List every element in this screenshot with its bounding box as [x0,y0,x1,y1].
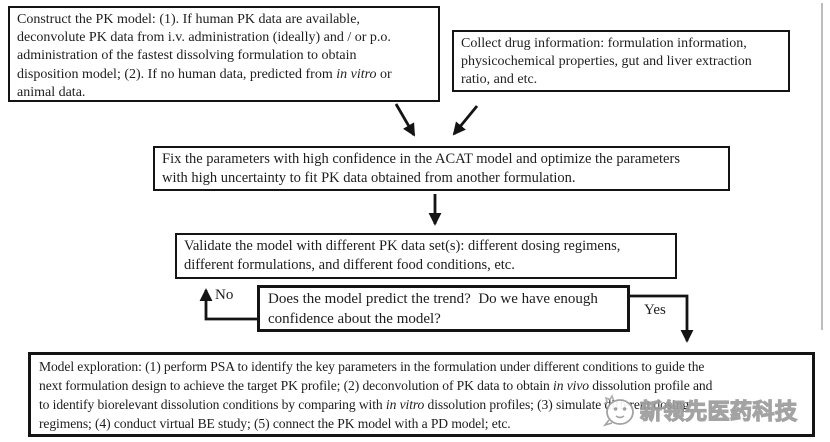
scan-edge-artifact-line [821,3,823,330]
no-branch-label: No [215,287,234,303]
mascot-face-icon [602,394,634,427]
watermark-text: 新领先医药科技 [639,398,798,424]
yes-branch-label: Yes [644,302,666,318]
construct-pk-model-box: Construct the PK model: (1). If human PK… [8,6,440,102]
arrow-construct-to-fix [394,103,416,137]
validate-model-box: Validate the model with different PK dat… [175,233,677,279]
watermark: 新领先医药科技 [598,390,798,430]
collect-drug-information-box: Collect drug information: formulation in… [452,30,790,92]
fix-parameters-box: Fix the parameters with high confidence … [153,146,730,191]
arrow-collect-to-fix [452,105,479,136]
decision-box: Does the model predict the trend? Do we … [257,285,630,332]
